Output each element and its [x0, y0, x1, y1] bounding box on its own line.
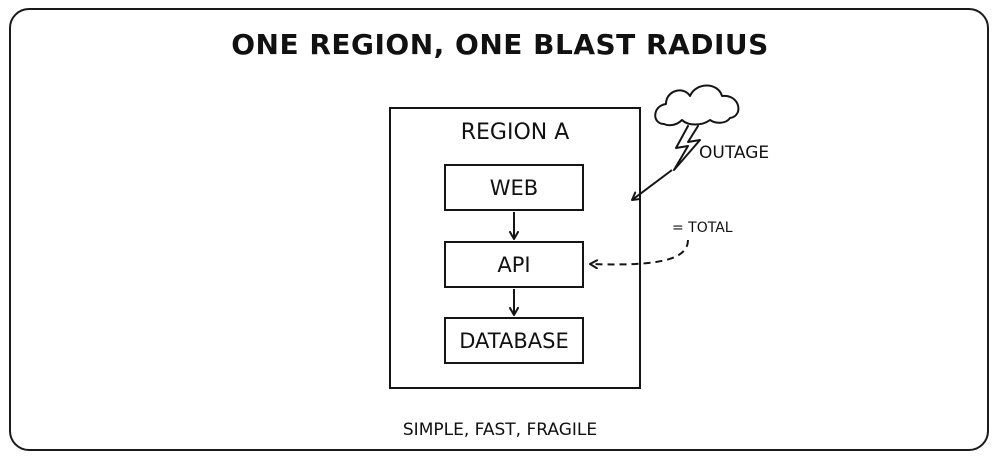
database-node: DATABASE: [444, 317, 584, 364]
database-node-label: DATABASE: [459, 328, 569, 353]
api-node: API: [444, 241, 584, 288]
outage-label: OUTAGE: [699, 143, 770, 163]
diagram-title: ONE REGION, ONE BLAST RADIUS: [231, 28, 769, 61]
region-label: REGION A: [460, 120, 570, 145]
diagram-frame: [9, 8, 989, 451]
web-node-label: WEB: [489, 175, 539, 200]
web-node: WEB: [444, 164, 584, 211]
impact-total-label: = TOTAL: [672, 220, 733, 236]
diagram-caption: SIMPLE, FAST, FRAGILE: [402, 420, 598, 440]
api-node-label: API: [497, 252, 531, 277]
